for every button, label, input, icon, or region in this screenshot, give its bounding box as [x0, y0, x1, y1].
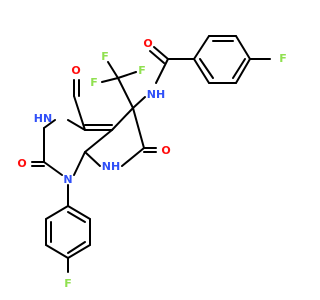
- bond: [67, 244, 91, 259]
- fluorine-label: F: [64, 277, 72, 290]
- bond: [67, 205, 91, 220]
- n7-nh-label: NH: [102, 160, 120, 173]
- cf3-fluorine-label: F: [101, 50, 109, 63]
- bond: [67, 241, 86, 254]
- molecule-structure: O F F F F NH O HN O O NH N F: [17, 35, 287, 290]
- cf3-fluorine-label: F: [90, 76, 98, 89]
- cf3-fluorine-label: F: [138, 64, 146, 77]
- bond: [149, 50, 165, 64]
- fluorine-label: F: [279, 52, 287, 65]
- bond: [107, 61, 119, 79]
- bond: [45, 244, 69, 259]
- bond: [199, 58, 214, 79]
- c2-oxygen-label: O: [17, 157, 26, 170]
- bond: [67, 119, 86, 131]
- bond: [232, 58, 246, 79]
- bond: [132, 107, 145, 149]
- n1-label: N: [63, 173, 72, 186]
- bond: [84, 129, 113, 153]
- bond: [117, 71, 137, 79]
- bond: [155, 58, 169, 84]
- n3-hn-label: HN: [34, 112, 52, 125]
- c6-oxygen-label: O: [161, 144, 170, 157]
- bond: [43, 161, 63, 176]
- bond: [73, 95, 86, 131]
- bond-layer: [31, 35, 271, 273]
- atom-label-layer: O F F F F NH O HN O O NH N F: [17, 37, 286, 290]
- bond: [153, 46, 169, 60]
- bond: [43, 119, 56, 129]
- bond: [111, 107, 134, 131]
- bond: [67, 211, 86, 223]
- bond: [84, 151, 101, 167]
- bond: [73, 151, 86, 176]
- amide-nh-label: NH: [147, 88, 165, 101]
- bond: [45, 205, 69, 220]
- bond: [121, 147, 145, 167]
- bond: [117, 77, 134, 109]
- bond: [235, 58, 251, 84]
- bond: [193, 35, 210, 60]
- c4-oxygen-label: O: [71, 64, 80, 77]
- bond: [193, 58, 210, 84]
- bond: [235, 35, 251, 60]
- molecule-canvas: O F F F F NH O HN O O NH N F: [17, 35, 287, 290]
- bond: [132, 96, 146, 109]
- amide-oxygen-label: O: [143, 37, 152, 50]
- bond: [101, 77, 119, 83]
